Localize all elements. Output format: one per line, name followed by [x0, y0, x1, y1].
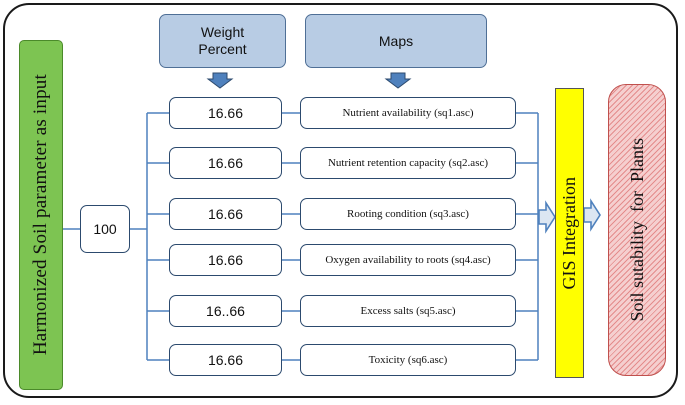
soil-suitability-label: Soil sutability for Plants [626, 138, 647, 322]
weight-box: 16.66 [169, 344, 282, 376]
map-box: Excess salts (sq5.asc) [300, 295, 516, 327]
map-label: Excess salts (sq5.asc) [360, 305, 456, 317]
right-arrow-icon [538, 200, 556, 234]
down-arrow-icon [206, 72, 234, 89]
map-label: Rooting condition (sq3.asc) [347, 208, 469, 220]
total-weight-value: 100 [93, 221, 117, 237]
input-parameter-label: Harmonized Soil parameter as input [30, 74, 51, 356]
weight-percent-header-label: Weight Percent [198, 24, 247, 57]
map-label: Nutrient availability (sq1.asc) [342, 107, 474, 119]
weight-value: 16.66 [207, 105, 244, 121]
soil-suitability-box: Soil sutability for Plants [608, 84, 666, 376]
map-label: Oxygen availability to roots (sq4.asc) [325, 254, 491, 266]
right-arrow-icon [583, 198, 601, 232]
weight-value: 16..66 [206, 303, 245, 319]
map-box: Toxicity (sq6.asc) [300, 344, 516, 376]
weight-box: 16.66 [169, 198, 282, 230]
down-arrow-icon [384, 72, 412, 89]
gis-integration-box: GIS Integration [555, 88, 584, 378]
map-box: Oxygen availability to roots (sq4.asc) [300, 244, 516, 276]
input-parameter-box: Harmonized Soil parameter as input [19, 40, 63, 390]
weight-box: 16.66 [169, 97, 282, 129]
weight-percent-header: Weight Percent [159, 14, 286, 68]
maps-header-label: Maps [378, 32, 414, 49]
map-box: Nutrient retention capacity (sq2.asc) [300, 147, 516, 179]
weight-box: 16..66 [169, 295, 282, 327]
weight-value: 16.66 [207, 206, 244, 222]
weight-box: 16.66 [169, 147, 282, 179]
weight-value: 16.66 [207, 155, 244, 171]
weight-box: 16.66 [169, 244, 282, 276]
weight-value: 16.66 [207, 252, 244, 268]
map-box: Rooting condition (sq3.asc) [300, 198, 516, 230]
map-label: Nutrient retention capacity (sq2.asc) [327, 157, 489, 169]
map-label: Toxicity (sq6.asc) [368, 354, 448, 366]
outer-frame [3, 3, 678, 398]
weight-value: 16.66 [207, 352, 244, 368]
total-weight-box: 100 [80, 205, 130, 253]
gis-integration-label: GIS Integration [559, 176, 579, 290]
map-box: Nutrient availability (sq1.asc) [300, 97, 516, 129]
maps-header: Maps [305, 14, 487, 68]
